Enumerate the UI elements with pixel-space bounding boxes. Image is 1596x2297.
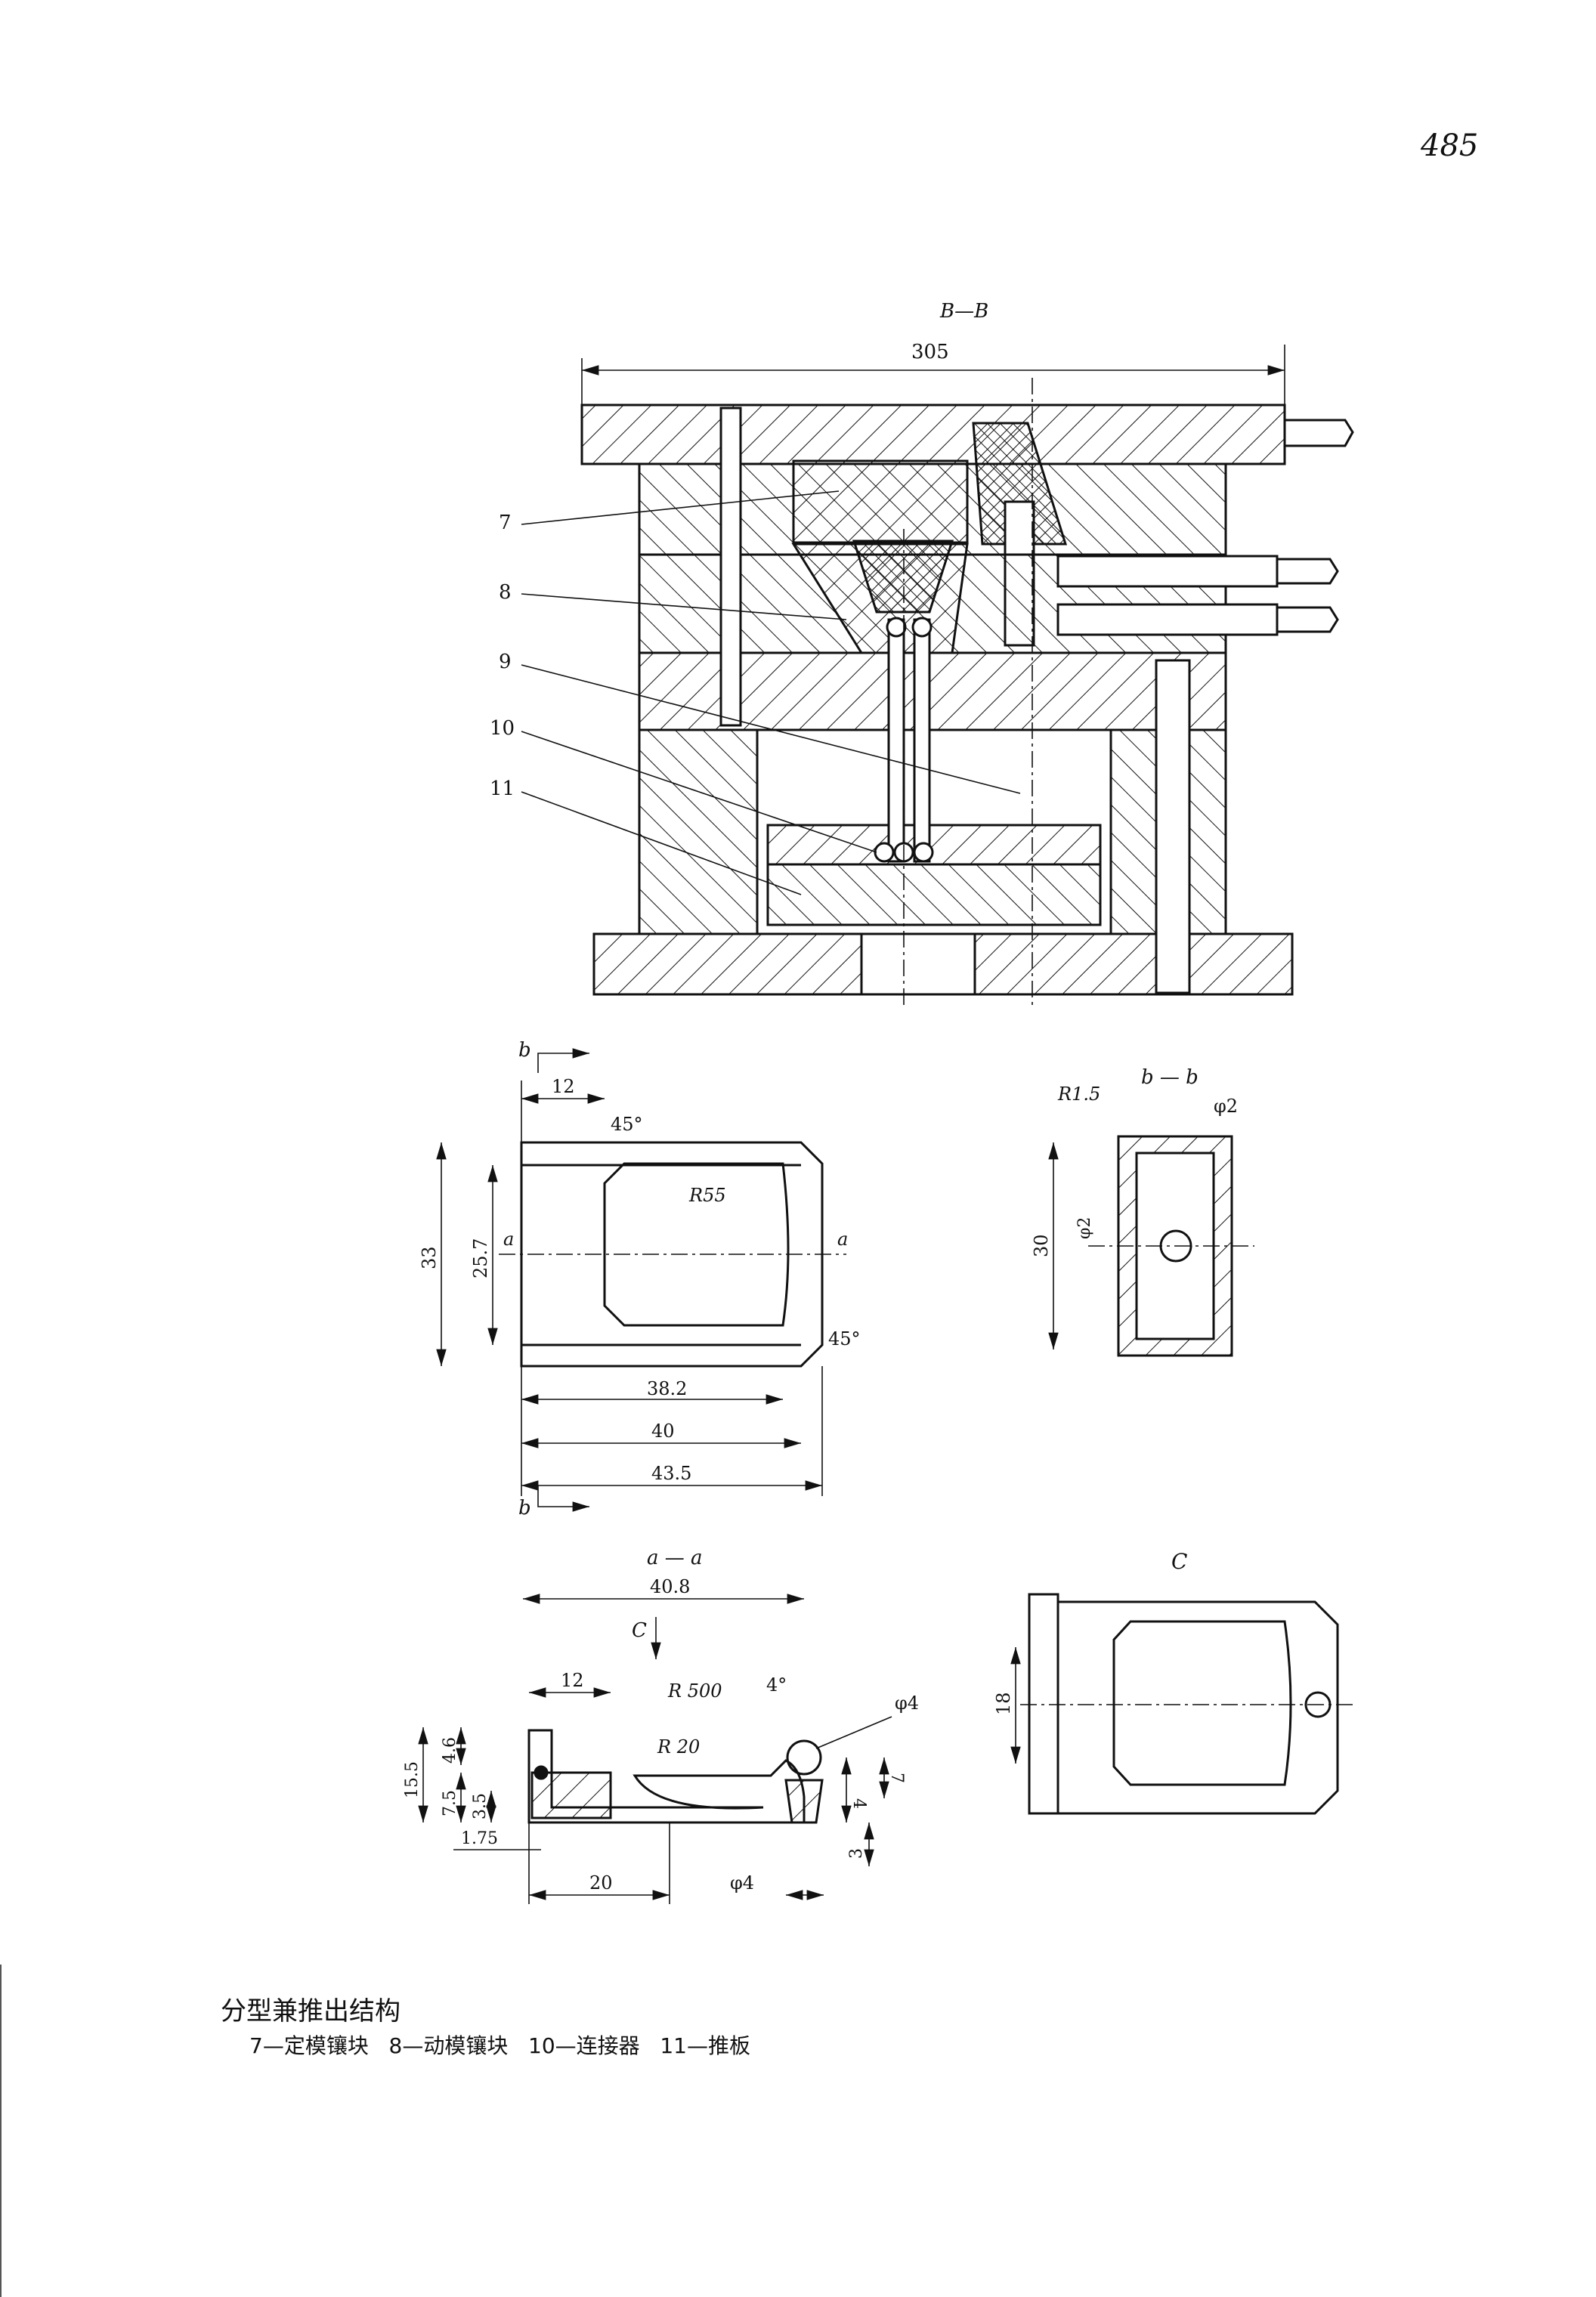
dim-4-v: 4: [849, 1798, 868, 1809]
dim-r500: R 500: [667, 1680, 722, 1702]
cooling-channel-lower: [1056, 603, 1279, 636]
connector-rod-left: [887, 618, 905, 863]
spacer-block-left: [638, 728, 759, 935]
dim-r55: R55: [688, 1185, 726, 1206]
dim-r20: R 20: [657, 1736, 700, 1758]
section-bb-title: B—B: [939, 300, 988, 323]
section-bb: B—B 305: [490, 300, 1354, 1005]
pin-top-left: [886, 617, 907, 638]
margin-rule: [0, 1965, 2, 2297]
plan-view: b b a a 12 45° R55 33 25.7 45° 38.2 40 4…: [419, 1039, 861, 1519]
dim-20: 20: [589, 1872, 613, 1894]
section-a-view: a — a 40.8 C 12 R 500 4° φ4 R 20 15.5 4.…: [403, 1547, 919, 1904]
dim-18: 18: [993, 1692, 1014, 1715]
callout-7: 7: [499, 490, 840, 534]
pin-top-right: [911, 617, 933, 638]
a-section-dot: [534, 1765, 549, 1780]
dim-3-v: 3: [847, 1848, 866, 1859]
cooling-fitting-upper: [1277, 558, 1339, 585]
pin-bottom-a: [874, 842, 895, 863]
svg-text:10: 10: [490, 717, 515, 740]
socket-screw: [1155, 659, 1191, 994]
dim-43-5: 43.5: [651, 1463, 691, 1484]
view-c-cavity: [1112, 1620, 1292, 1786]
cooling-fitting-lower: [1277, 606, 1339, 633]
ejector-plate-11: [766, 863, 1102, 926]
dim-40: 40: [651, 1421, 675, 1442]
dim-phi4-b: φ4: [730, 1872, 754, 1894]
view-c: C 18: [993, 1549, 1353, 1815]
ejector-retainer-plate: [766, 824, 1102, 866]
svg-text:9: 9: [499, 651, 512, 673]
dim-40-8: 40.8: [650, 1576, 690, 1597]
insert-7: [792, 459, 969, 544]
dim-phi2-side: φ2: [1075, 1217, 1094, 1239]
dim-4-6: 4.6: [441, 1737, 459, 1764]
connector-rod-right: [913, 618, 931, 863]
section-mark-b-bottom: b: [518, 1497, 531, 1519]
pin-bottom-c: [913, 842, 934, 863]
view-c-flange: [1028, 1593, 1059, 1815]
dim-33: 33: [419, 1246, 440, 1269]
dim-305: 305: [911, 341, 949, 363]
sprue-bushing: [972, 422, 1068, 546]
svg-text:11: 11: [490, 778, 515, 800]
cooling-fitting-top: [1285, 419, 1354, 447]
view-c-outline: [1056, 1600, 1339, 1815]
callout-11: 11: [490, 778, 802, 895]
dim-30: 30: [1031, 1234, 1052, 1257]
a-section-left-block: [530, 1771, 612, 1819]
section-b-view: b — b R1.5 φ2 30 φ2: [1031, 1066, 1254, 1357]
dim-7-v: 7: [887, 1773, 906, 1783]
dim-38-2: 38.2: [647, 1378, 687, 1399]
callout-9: 9: [499, 651, 1021, 794]
dim-r1-5: R1.5: [1057, 1084, 1100, 1105]
figure-caption-legend: 7—定模镶块 8—动模镶块 10—连接器 11—推板: [249, 2033, 750, 2058]
callout-8: 8: [499, 581, 847, 620]
dim-15-5: 15.5: [403, 1761, 422, 1798]
svg-text:7: 7: [499, 512, 512, 534]
dim-angle-bottom: 45°: [828, 1328, 861, 1349]
dim-12-a: 12: [561, 1670, 584, 1691]
view-c-arrow-label: C: [632, 1619, 647, 1642]
section-a-left: a: [503, 1229, 514, 1250]
dim-4-deg: 4°: [766, 1674, 787, 1696]
view-c-title: C: [1171, 1549, 1187, 1574]
top-clamp-plate: [580, 403, 1286, 465]
dim-3-5: 3.5: [471, 1793, 490, 1819]
section-mark-b-top: b: [518, 1039, 531, 1062]
dim-phi4-a: φ4: [895, 1693, 919, 1714]
dim-1-75: 1.75: [461, 1829, 498, 1848]
page-number: 485: [1421, 128, 1479, 163]
leader-pin: [719, 407, 742, 727]
dim-angle-top: 45°: [611, 1114, 643, 1135]
a-section-hole: [786, 1739, 822, 1776]
callout-10: 10: [490, 717, 877, 853]
knockout-hole: [860, 932, 976, 996]
dim-25-7: 25.7: [470, 1238, 491, 1278]
cooling-channel-upper: [1056, 555, 1279, 588]
section-a-title: a — a: [647, 1547, 703, 1569]
section-a-right: a: [837, 1229, 848, 1250]
dim-7-5: 7.5: [441, 1790, 459, 1816]
figure-caption-title: 分型兼推出结构: [221, 1996, 401, 2026]
dim-phi2-top: φ2: [1214, 1096, 1238, 1117]
dim-12-top: 12: [552, 1076, 575, 1097]
gate-insert: [852, 539, 954, 614]
a-section-right-tab: [784, 1779, 824, 1824]
section-b-title: b — b: [1141, 1066, 1199, 1089]
svg-text:8: 8: [499, 581, 512, 604]
